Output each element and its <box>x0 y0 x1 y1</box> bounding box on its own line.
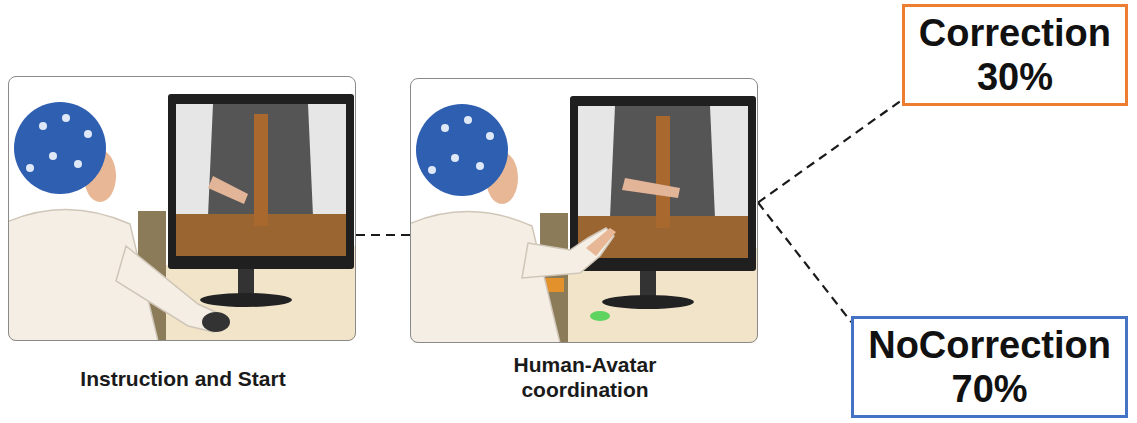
electrode <box>62 114 70 122</box>
scene-coordination <box>410 78 758 343</box>
scene-start <box>8 76 356 341</box>
eeg-cap <box>416 104 508 196</box>
participant-hand <box>202 312 230 332</box>
electrode <box>26 164 34 172</box>
eeg-cap <box>14 102 106 194</box>
monitor-frame <box>168 94 354 269</box>
start-button <box>590 311 610 321</box>
avatar-hand <box>208 176 248 204</box>
participant-arm <box>522 228 614 278</box>
electrode <box>84 130 92 138</box>
electrode <box>49 152 57 160</box>
outcome-box: NoCorrection 70% <box>851 316 1128 418</box>
avatar-hand <box>622 178 680 198</box>
scene-panel: Human-Avatar coordination <box>410 78 758 343</box>
participant-hand <box>586 228 616 256</box>
electrode <box>476 162 484 170</box>
virtual-object <box>656 116 670 228</box>
panel-caption: Human-Avatar coordination <box>485 352 685 402</box>
monitor-base <box>602 295 694 309</box>
electrode <box>464 116 472 124</box>
virtual-object <box>254 114 268 226</box>
monitor-frame <box>570 96 756 271</box>
dashed-connector <box>758 100 902 203</box>
scene-panel: Instruction and Start <box>8 76 356 341</box>
panel-caption: Instruction and Start <box>13 366 353 391</box>
dashed-connector <box>356 234 410 236</box>
monitor-screen <box>176 104 346 256</box>
outcome-label: NoCorrection 70% <box>868 323 1111 411</box>
outcome-label: Correction 30% <box>919 11 1111 99</box>
electrode <box>486 132 494 140</box>
electrode <box>39 122 47 130</box>
outcome-box: Correction 30% <box>902 4 1128 106</box>
electrode <box>441 124 449 132</box>
monitor-screen <box>578 106 748 258</box>
electrode <box>428 166 436 174</box>
electrode <box>74 160 82 168</box>
monitor-base <box>200 293 292 307</box>
electrode <box>451 154 459 162</box>
dashed-connector <box>758 203 851 322</box>
